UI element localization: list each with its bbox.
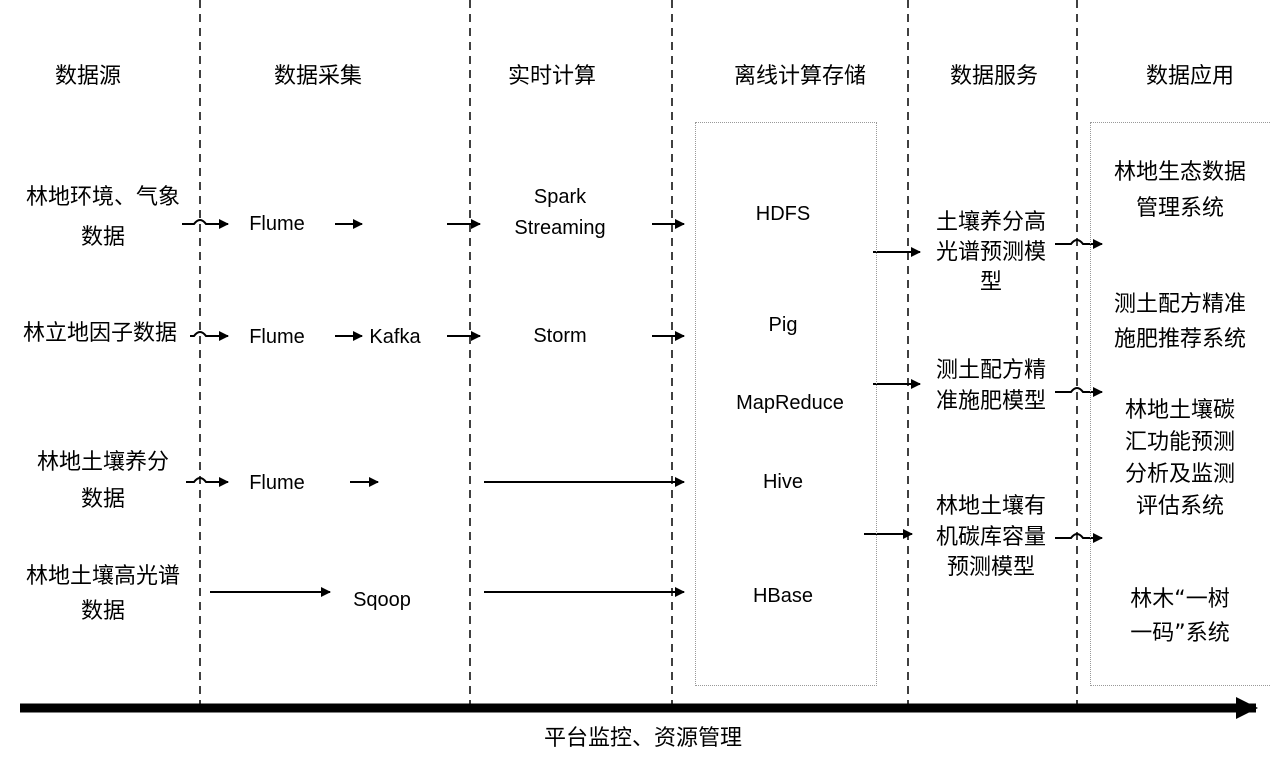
service-carbon-line3: 预测模型 — [946, 555, 1036, 580]
app-tree-code-line2: 一码”系统 — [1130, 621, 1230, 646]
arrow-row1-source-flume — [182, 219, 229, 229]
storage-pig: Pig — [768, 314, 798, 336]
app-carbon-line3: 分析及监测 — [1124, 462, 1236, 487]
service-fertilization-line2: 准施肥模型 — [935, 389, 1047, 414]
storage-hdfs: HDFS — [755, 203, 811, 225]
source-env-weather-line1: 林地环境、气象 — [25, 185, 181, 210]
source-soil-nutrient-line2: 数据 — [80, 487, 126, 512]
arrow-row2-source-flume — [190, 331, 229, 341]
arrow-service1-app — [1055, 239, 1103, 249]
column-separators — [199, 0, 1078, 705]
application-group-box — [1090, 122, 1271, 686]
column-header-application: 数据应用 — [1145, 64, 1235, 89]
app-ecology-line2: 管理系统 — [1135, 196, 1225, 221]
collect-flume-3: Flume — [249, 472, 305, 494]
service-hyperspectral-line1: 土壤养分高 — [935, 210, 1047, 235]
storage-mapreduce: MapReduce — [736, 392, 844, 414]
realtime-storm: Storm — [533, 325, 587, 347]
source-site-factor: 林立地因子数据 — [22, 321, 178, 346]
app-carbon-line1: 林地土壤碳 — [1124, 398, 1236, 423]
arrow-service2-app — [1055, 387, 1103, 397]
app-carbon-line2: 汇功能预测 — [1124, 430, 1236, 455]
arrow-row3-source-flume — [186, 477, 229, 487]
app-carbon-line4: 评估系统 — [1135, 494, 1225, 519]
realtime-spark-line2: Streaming — [514, 217, 606, 239]
storage-hbase: HBase — [752, 585, 814, 607]
source-soil-nutrient-line1: 林地土壤养分 — [36, 450, 170, 475]
column-header-storage: 离线计算存储 — [733, 64, 867, 89]
platform-label: 平台监控、资源管理 — [543, 726, 743, 751]
column-header-source: 数据源 — [54, 64, 122, 89]
source-env-weather-line2: 数据 — [80, 225, 126, 250]
collect-flume-1: Flume — [249, 213, 305, 235]
source-soil-hyperspectral-line2: 数据 — [80, 599, 126, 624]
app-tree-code-line1: 林木“一树 — [1130, 587, 1230, 612]
column-header-service: 数据服务 — [949, 64, 1039, 89]
service-carbon-line2: 机碳库容量 — [935, 525, 1047, 550]
storage-hive: Hive — [762, 471, 804, 493]
collect-kafka: Kafka — [369, 326, 421, 348]
service-hyperspectral-line3: 型 — [979, 270, 1003, 295]
column-header-realtime: 实时计算 — [507, 64, 597, 89]
app-ecology-line1: 林地生态数据 — [1113, 160, 1247, 185]
column-header-collect: 数据采集 — [273, 64, 363, 89]
storage-group-box — [695, 122, 877, 686]
source-soil-hyperspectral-line1: 林地土壤高光谱 — [25, 564, 181, 589]
service-hyperspectral-line2: 光谱预测模 — [935, 240, 1047, 265]
app-fertilizer-line1: 测土配方精准 — [1113, 292, 1247, 317]
app-fertilizer-line2: 施肥推荐系统 — [1113, 327, 1247, 352]
service-carbon-line1: 林地土壤有 — [935, 494, 1047, 519]
collect-flume-2: Flume — [249, 326, 305, 348]
service-fertilization-line1: 测土配方精 — [935, 358, 1047, 383]
collect-sqoop: Sqoop — [353, 589, 411, 611]
arrow-service3-app — [1055, 533, 1103, 543]
realtime-spark-line1: Spark — [533, 186, 587, 208]
